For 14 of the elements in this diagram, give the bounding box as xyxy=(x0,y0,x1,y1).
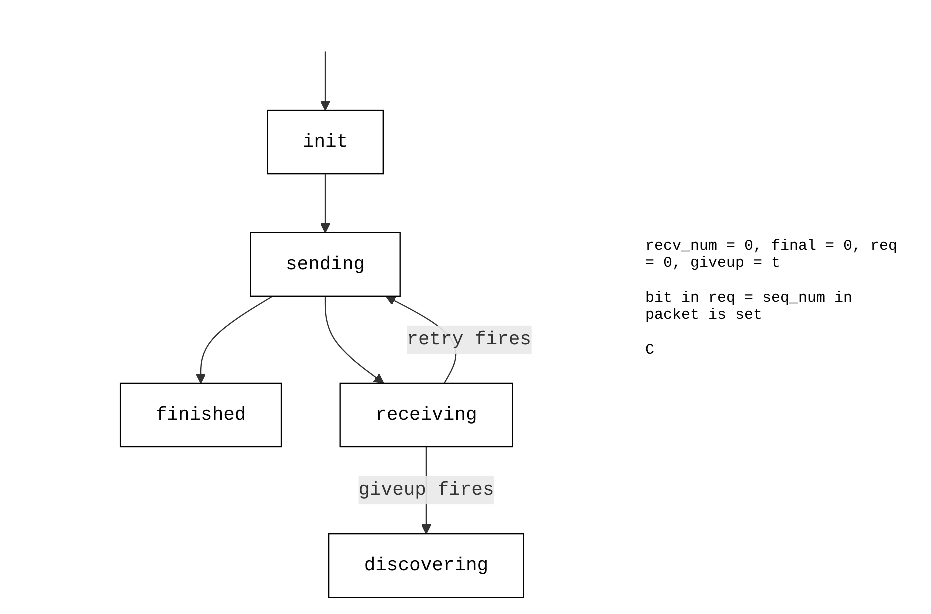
node-box: receiving xyxy=(339,382,513,448)
node-box: init xyxy=(266,110,384,175)
edge-label: retry fires xyxy=(406,329,531,351)
node-box: sending xyxy=(250,232,400,297)
note-text: C xyxy=(646,342,656,358)
edge-label: giveup fires xyxy=(358,480,494,502)
arrow xyxy=(320,52,330,111)
node-box: finished xyxy=(119,382,282,448)
arrow xyxy=(320,174,330,234)
arrow xyxy=(195,296,273,384)
arrow xyxy=(324,296,384,384)
note-text: recv_num = 0, final = 0, req = 0, giveup = t xyxy=(646,238,899,272)
node-box: discovering xyxy=(328,533,524,598)
note-text: bit in req = seq_num in packet is set xyxy=(646,290,854,324)
